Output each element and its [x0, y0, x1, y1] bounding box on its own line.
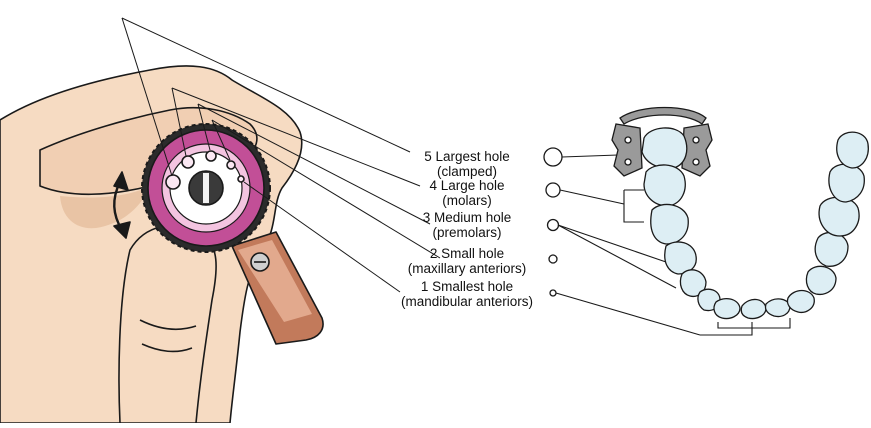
hole-size-key: [544, 148, 562, 296]
tooth-right-canine: [787, 291, 814, 313]
tooth-left-molar-1: [644, 165, 685, 206]
hole-1-smallest: [238, 176, 244, 182]
label-3-title: 3 Medium hole: [423, 210, 512, 225]
hole-4-large: [182, 156, 194, 168]
label-2-title: 2 Small hole: [430, 246, 504, 261]
hole-labels: 5 Largest hole (clamped) 4 Large hole (m…: [401, 149, 533, 309]
label-3-sub: (premolars): [432, 225, 501, 240]
tooth-right-molar-3: [837, 132, 869, 168]
hole-5-largest: [166, 175, 180, 189]
hand-holding-rubber-dam-punch: [0, 66, 323, 423]
hole-size-1: [550, 290, 556, 296]
hole-3-medium: [206, 151, 216, 161]
tooth-right-central: [741, 299, 766, 318]
hole-size-4: [546, 183, 560, 197]
label-5-sub: (clamped): [437, 164, 497, 179]
label-4-title: 4 Large hole: [429, 178, 504, 193]
hole-size-3: [548, 220, 559, 231]
tooth-left-molar-2: [642, 128, 687, 168]
tooth-right-lateral: [765, 299, 790, 317]
label-1-title: 1 Smallest hole: [421, 279, 513, 294]
hole-size-5: [544, 148, 562, 166]
tooth-left-central: [714, 299, 740, 319]
tooth-left-premolar-2: [651, 204, 688, 244]
label-5-title: 5 Largest hole: [424, 149, 510, 164]
label-4-sub: (molars): [442, 193, 492, 208]
hole-size-2: [549, 255, 557, 263]
tooth-right-molar-2: [829, 164, 864, 202]
label-2-sub: (maxillary anteriors): [408, 261, 527, 276]
dental-arch: [612, 108, 868, 319]
hole-2-small: [227, 161, 235, 169]
rubber-dam-clamp-bow: [620, 108, 706, 125]
tooth-right-premolar-1: [806, 266, 836, 294]
tooth-right-premolar-2: [815, 232, 848, 266]
tooth-right-molar-1: [819, 197, 859, 236]
rubber-dam-clamp-left-jaw: [612, 124, 642, 176]
label-1-sub: (mandibular anteriors): [401, 294, 533, 309]
